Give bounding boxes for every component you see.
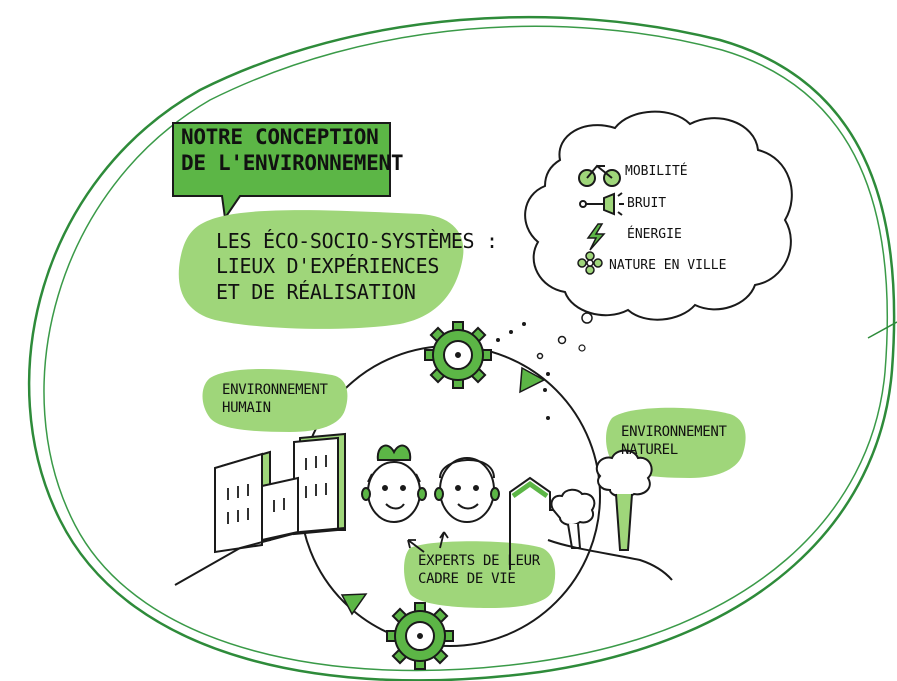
face-left-icon: [361, 444, 427, 523]
human-environment-label: ENVIRONNEMENT HUMAIN: [222, 382, 328, 417]
eco-line-1: LES ÉCO-SOCIO-SYSTÈMES :: [216, 229, 498, 253]
outer-contour: [27, 15, 896, 681]
title-line-2: DE L'ENVIRONNEMENT: [181, 151, 404, 176]
pointer-arrows: [407, 531, 449, 553]
legend-bruit: BRUIT: [627, 196, 667, 211]
flower-icon: [577, 251, 603, 275]
eco-line-3: ET DE RÉALISATION: [216, 279, 416, 304]
gear-bottom-icon: [386, 602, 454, 670]
outer-contour-inner: [43, 25, 888, 672]
buildings-icon: [174, 432, 346, 586]
gear-top-icon: [424, 321, 492, 389]
legend-nature-en-ville: NATURE EN VILLE: [609, 258, 727, 273]
arrow-left-icon: [340, 593, 368, 616]
horn-icon: [579, 192, 624, 216]
face-right-icon: [434, 457, 500, 523]
experts-blob: [404, 541, 556, 608]
dotted-link: [496, 322, 550, 420]
human-line-2: HUMAIN: [222, 399, 271, 416]
bicycle-icon: [578, 164, 621, 187]
human-blob: [202, 369, 348, 432]
legend-energie: ÉNERGIE: [627, 227, 682, 242]
title-line-1: NOTRE CONCEPTION: [181, 125, 379, 149]
experts-line-1: EXPERTS DE LEUR: [418, 553, 540, 569]
natural-line-2: NATUREL: [621, 441, 678, 458]
house-icon: [509, 476, 562, 570]
natural-environment-label: ENVIRONNEMENT NATUREL: [621, 424, 727, 459]
legend-mobilite: MOBILITÉ: [625, 164, 688, 179]
eco-socio-text: LES ÉCO-SOCIO-SYSTÈMES : LIEUX D'EXPÉRIE…: [216, 229, 498, 305]
page-title: NOTRE CONCEPTION DE L'ENVIRONNEMENT: [181, 124, 403, 177]
natural-line-1: ENVIRONNEMENT: [621, 424, 727, 440]
experts-line-2: CADRE DE VIE: [418, 571, 516, 588]
lightning-icon: [586, 223, 606, 251]
tree-icon: [550, 449, 653, 551]
eco-blob: [178, 210, 464, 329]
experts-label: EXPERTS DE LEUR CADRE DE VIE: [418, 552, 540, 588]
title-speech-box: [172, 122, 391, 221]
human-line-1: ENVIRONNEMENT: [222, 382, 328, 398]
eco-line-2: LIEUX D'EXPÉRIENCES: [216, 254, 440, 279]
thought-cloud: [524, 110, 793, 321]
arrow-right-icon: [519, 366, 546, 394]
ground-line: [547, 539, 673, 581]
